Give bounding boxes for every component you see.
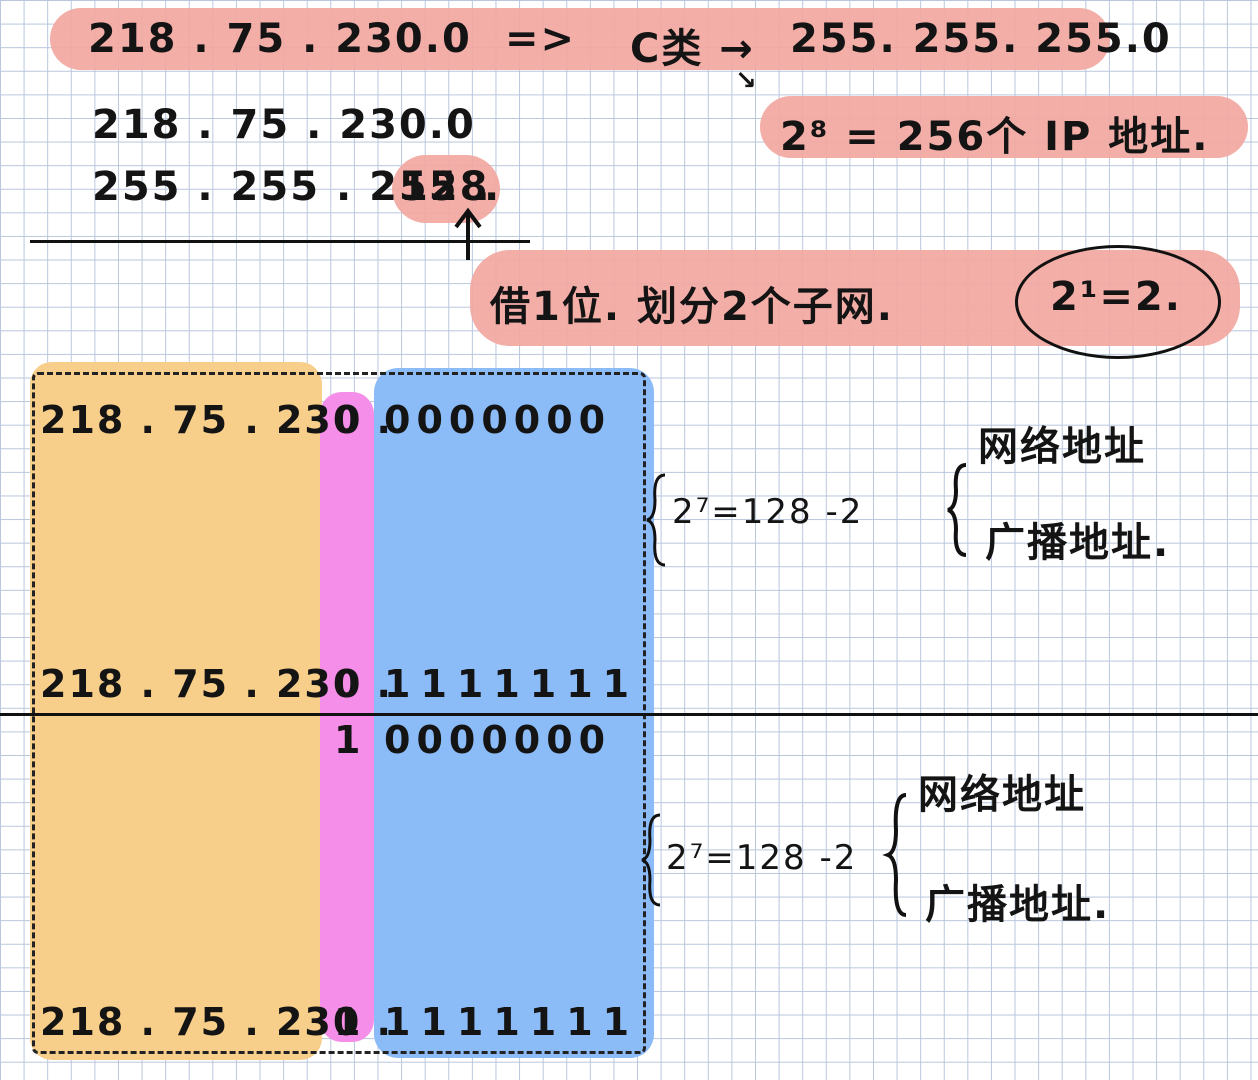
note-ip-address: 218 . 75 . 230.0 <box>88 16 472 62</box>
subnet2-last-bit: 1 <box>334 1000 363 1044</box>
subnet1-host-formula: 2⁷=128 -2 <box>672 492 864 532</box>
up-arrow-to-128 <box>454 207 482 260</box>
subnet2-first-host: 0000000 <box>384 718 612 762</box>
highlight-128 <box>392 155 500 223</box>
subnet2-last-prefix: 218 . 75 . 230 . <box>40 1000 393 1044</box>
subnet1-last-bit: 0 <box>334 662 363 706</box>
note-borrow-bit: 借1位. 划分2个子网. <box>490 284 894 330</box>
note-implies-arrow: => <box>505 16 577 62</box>
subnet1-last-prefix: 218 . 75 . 230 . <box>40 662 393 706</box>
subnet2-network-label: 网络地址 <box>918 772 1086 818</box>
subnet2-host-formula: 2⁷=128 -2 <box>666 838 858 878</box>
subnet2-last-host: 1111111 <box>384 1000 640 1044</box>
subnet2-left-brace <box>641 813 661 907</box>
subnet1-first-bit: 0 <box>334 398 363 442</box>
subnet1-network-label: 网络地址 <box>978 424 1146 470</box>
subnet1-left-brace <box>646 473 666 567</box>
network-part-column <box>30 362 322 1060</box>
note-address-count: 2⁸ = 256个 IP 地址. <box>780 114 1210 160</box>
subnet1-broadcast-label: 广播地址. <box>985 520 1171 566</box>
subnet2-right-brace <box>882 793 907 917</box>
subnet2-broadcast-label: 广播地址. <box>925 882 1111 928</box>
subnet1-first-host: 0000000 <box>384 398 612 442</box>
note-default-mask: 255. 255. 255.0 <box>790 16 1172 62</box>
note-class-c: C类 → <box>630 26 755 72</box>
note-borrow-formula: 2¹=2. <box>1050 274 1182 320</box>
note-down-arrow: ↘ <box>735 66 759 96</box>
subnet1-first-prefix: 218 . 75 . 230 . <box>40 398 393 442</box>
note-subnet-mask-prefix: 255 . 255 . 255 . <box>92 164 492 210</box>
subnet-bit-column <box>320 392 374 1042</box>
subnet2-first-bit: 1 <box>334 718 363 762</box>
formula-circle <box>1015 245 1221 359</box>
divider-top <box>30 240 530 243</box>
highlight-line1 <box>50 8 1110 70</box>
note-network-ip: 218 . 75 . 230.0 <box>92 102 476 148</box>
subnet1-last-host: 1111111 <box>384 662 640 706</box>
note-subnet-mask-dot: . <box>484 164 502 210</box>
subnet-divider-line <box>0 713 1258 716</box>
subnet1-right-brace <box>947 463 967 557</box>
note-subnet-mask-128: 128 <box>400 164 490 210</box>
highlight-line2 <box>760 96 1248 158</box>
